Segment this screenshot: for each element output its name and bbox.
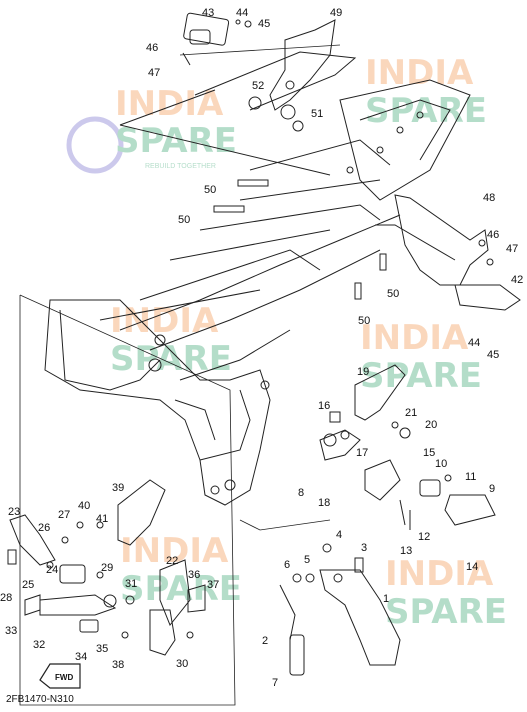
fwd-label: FWD [55, 673, 73, 682]
part-group-right-side [319, 364, 496, 530]
part-group-sidestand [279, 543, 401, 676]
callout-18: 18 [318, 497, 330, 509]
main-frame-drawing [44, 51, 471, 506]
part-group-left-footrest [7, 479, 206, 656]
callout-42: 42 [511, 274, 523, 286]
watermark-india-text: INDIA [385, 554, 494, 594]
callout-35: 35 [96, 643, 108, 655]
watermark-top: INDIA SPARE REBUILD TOGETHER [66, 84, 237, 174]
callout-47: 47 [148, 67, 160, 79]
callout-50: 50 [387, 288, 399, 300]
callout-10: 10 [435, 458, 447, 470]
callout-47: 47 [506, 243, 518, 255]
callout-1: 1 [383, 593, 389, 605]
callout-27: 27 [58, 509, 70, 521]
callout-50: 50 [204, 184, 216, 196]
callout-50: 50 [358, 315, 370, 327]
callout-16: 16 [318, 400, 330, 412]
callout-31: 31 [125, 578, 137, 590]
watermark-india-text: INDIA [360, 318, 469, 358]
callout-36: 36 [188, 569, 200, 581]
callout-19: 19 [357, 366, 369, 378]
watermark-spare-text: SPARE [385, 592, 507, 632]
callout-49: 49 [330, 7, 342, 19]
callout-7: 7 [272, 677, 278, 689]
callout-39: 39 [112, 482, 124, 494]
watermark-india-text: INDIA [365, 53, 474, 93]
callout-2: 2 [262, 635, 268, 647]
callout-34: 34 [75, 651, 87, 663]
callout-4: 4 [336, 529, 342, 541]
watermark-bottom-right: INDIA SPARE [385, 554, 507, 632]
callout-14: 14 [466, 561, 478, 573]
watermark-spare-text: SPARE [120, 569, 242, 609]
callout-20: 20 [425, 419, 437, 431]
callout-28: 28 [0, 592, 12, 604]
callout-24: 24 [46, 564, 58, 576]
callout-45: 45 [258, 18, 270, 30]
callout-46: 46 [146, 42, 158, 54]
callout-48: 48 [483, 192, 495, 204]
callout-52: 52 [252, 80, 264, 92]
watermark-spare-text: SPARE [115, 121, 237, 161]
callout-50: 50 [178, 214, 190, 226]
callout-51: 51 [311, 108, 323, 120]
fwd-arrow-icon: FWD [39, 663, 81, 689]
callout-8: 8 [298, 487, 304, 499]
callout-17: 17 [356, 447, 368, 459]
callout-32: 32 [33, 639, 45, 651]
callout-37: 37 [207, 579, 219, 591]
callout-15: 15 [423, 447, 435, 459]
callout-41: 41 [96, 513, 108, 525]
watermark-tagline: REBUILD TOGETHER [145, 163, 216, 170]
part-group-right-footrest [375, 194, 521, 311]
callout-44: 44 [236, 7, 248, 19]
watermark-spare-text: SPARE [365, 91, 487, 131]
watermark-middle: INDIA SPARE [110, 301, 232, 379]
callout-22: 22 [166, 555, 178, 567]
assembly-outline-lines [19, 44, 341, 706]
bolts-50 [213, 179, 387, 300]
watermark-spare-text: SPARE [360, 356, 482, 396]
callout-40: 40 [78, 500, 90, 512]
callout-33: 33 [5, 625, 17, 637]
callout-9: 9 [489, 483, 495, 495]
callout-45: 45 [487, 349, 499, 361]
callout-3: 3 [361, 542, 367, 554]
callout-46: 46 [487, 229, 499, 241]
callout-11: 11 [465, 471, 476, 483]
callout-13: 13 [400, 545, 412, 557]
callout-26: 26 [38, 522, 50, 534]
callout-44: 44 [468, 337, 480, 349]
callout-29: 29 [101, 562, 113, 574]
callout-5: 5 [304, 554, 310, 566]
watermark-bottom-left: INDIA SPARE [120, 531, 242, 609]
callout-6: 6 [284, 559, 290, 571]
callout-25: 25 [22, 579, 34, 591]
watermark-right-middle: INDIA SPARE [360, 318, 482, 396]
callout-23: 23 [8, 506, 20, 518]
watermark-spare-text: SPARE [110, 339, 232, 379]
callout-30: 30 [176, 658, 188, 670]
diagram-code: 2FB1470-N310 [6, 694, 74, 705]
callout-21: 21 [405, 407, 417, 419]
callout-12: 12 [418, 531, 430, 543]
part-group-top [182, 12, 336, 132]
watermark-right: INDIA SPARE [365, 53, 487, 131]
callout-43: 43 [202, 7, 214, 19]
callout-38: 38 [112, 659, 124, 671]
